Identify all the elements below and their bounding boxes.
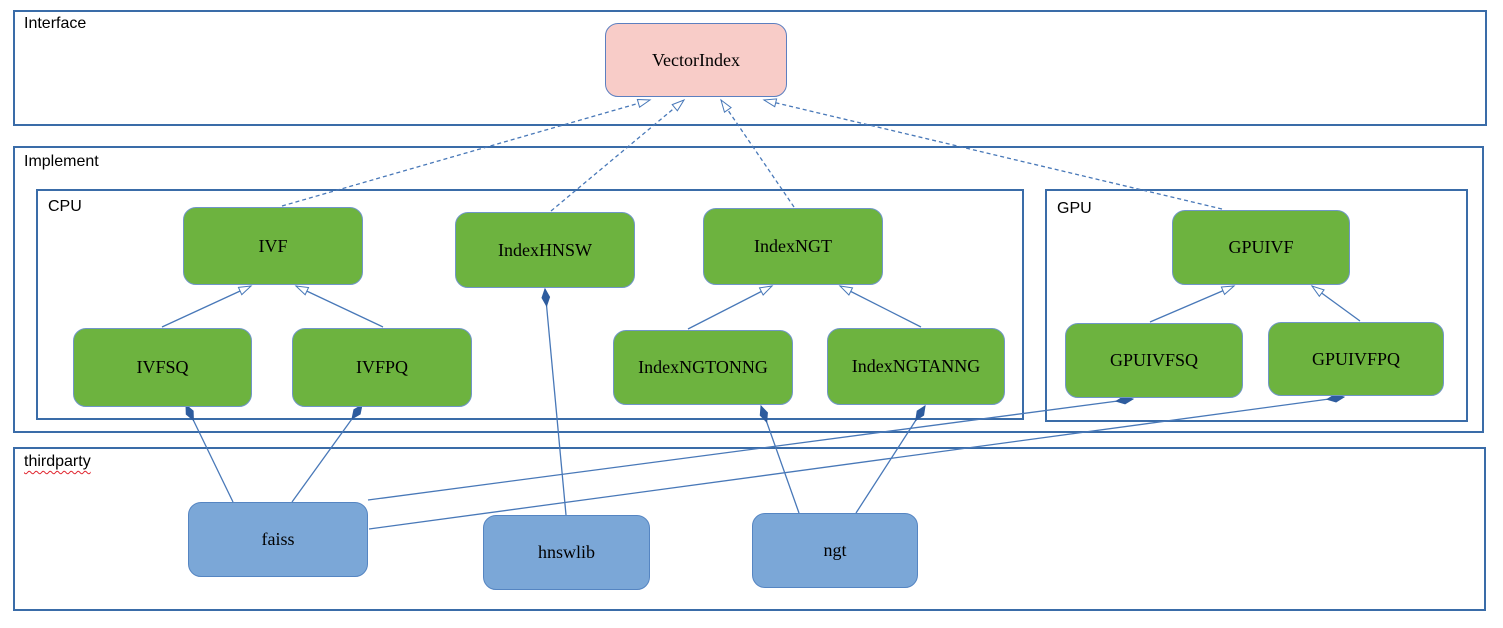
node-indexhnsw[interactable]: IndexHNSW	[455, 212, 635, 288]
container-interface-label: Interface	[24, 15, 87, 32]
node-ivf[interactable]: IVF	[183, 207, 363, 285]
container-gpu-label: GPU	[1057, 200, 1092, 217]
node-gpuivfsq[interactable]: GPUIVFSQ	[1065, 323, 1243, 398]
node-vectorindex[interactable]: VectorIndex	[605, 23, 787, 97]
container-implement-label: Implement	[24, 153, 99, 170]
node-hnswlib[interactable]: hnswlib	[483, 515, 650, 590]
node-indexngtonng[interactable]: IndexNGTONNG	[613, 330, 793, 405]
node-ivfpq[interactable]: IVFPQ	[292, 328, 472, 407]
node-gpuivfpq[interactable]: GPUIVFPQ	[1268, 322, 1444, 396]
node-ngt[interactable]: ngt	[752, 513, 918, 588]
node-faiss[interactable]: faiss	[188, 502, 368, 577]
node-ivfsq[interactable]: IVFSQ	[73, 328, 252, 407]
container-cpu-label: CPU	[48, 198, 82, 215]
node-indexngtanng[interactable]: IndexNGTANNG	[827, 328, 1005, 405]
node-gpuivf[interactable]: GPUIVF	[1172, 210, 1350, 285]
container-thirdparty-label: thirdparty	[24, 453, 91, 470]
node-indexngt[interactable]: IndexNGT	[703, 208, 883, 285]
